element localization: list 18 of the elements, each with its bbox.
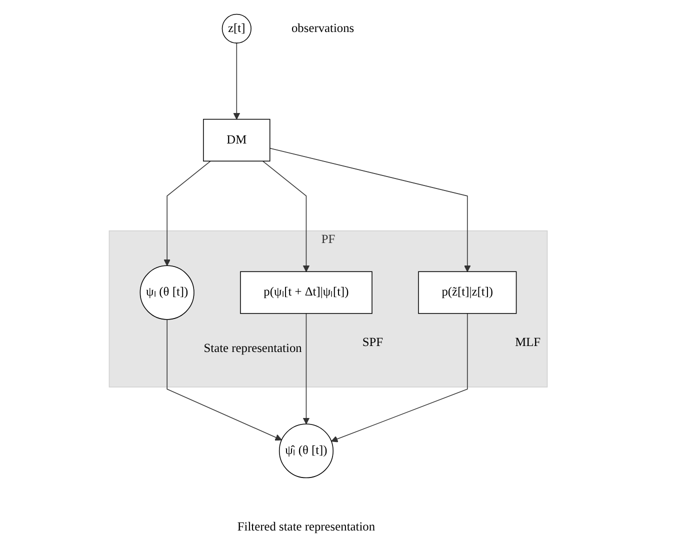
node-box: p(ψₗ[t + Δt]|ψₗ[t])	[240, 271, 372, 314]
arrow	[331, 313, 468, 442]
node-label: State representation	[204, 342, 302, 356]
node-box: DM	[203, 118, 270, 162]
arrow	[164, 160, 211, 266]
arrow	[166, 319, 282, 441]
arrow	[302, 313, 310, 424]
node-circle: ψ̂ₗ (θ [t])	[278, 424, 334, 478]
node-label: Filtered state representation	[237, 520, 376, 534]
node-circle: z[t]	[222, 14, 252, 44]
node-label: MLF	[515, 336, 541, 350]
arrow	[269, 148, 471, 272]
arrow	[233, 42, 240, 120]
node-circle: ψₗ (θ [t])	[140, 265, 194, 320]
arrow	[262, 160, 310, 272]
node-box: p(z̃[t]|z[t])	[418, 271, 517, 314]
node-label: observations	[291, 22, 354, 35]
node-label: SPF	[362, 336, 384, 350]
